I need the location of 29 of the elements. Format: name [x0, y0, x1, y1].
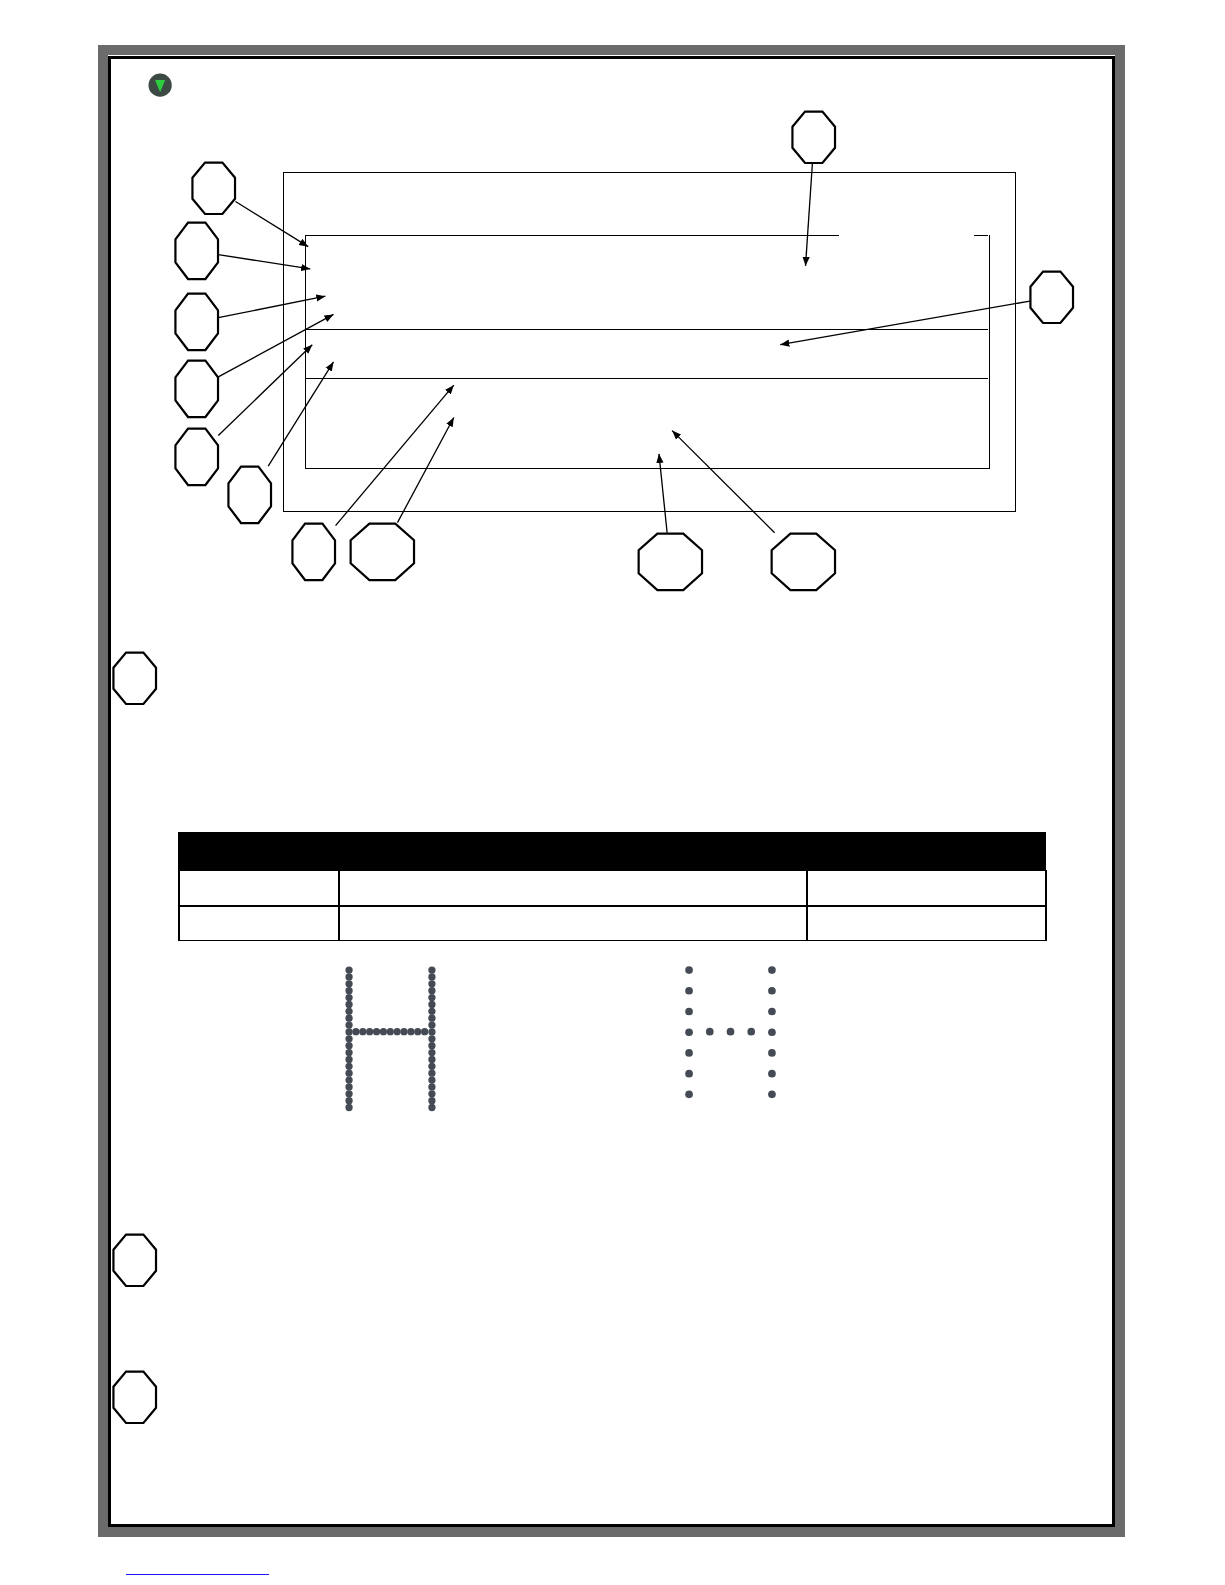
callout-octagon	[113, 1234, 157, 1287]
leader-arrow	[234, 200, 309, 248]
callout-octagon	[174, 293, 219, 351]
callout-octagon	[637, 532, 703, 591]
callout-octagon	[113, 651, 157, 705]
callout-octagon	[292, 522, 336, 581]
leader-arrow	[671, 429, 776, 534]
leader-arrow	[802, 163, 814, 267]
leader-arrow	[779, 300, 1031, 347]
inner-panel	[305, 235, 991, 469]
callout-octagon	[792, 111, 836, 164]
leader-arrow	[217, 344, 313, 437]
leader-arrow	[217, 313, 335, 378]
leader-arrow	[396, 416, 455, 524]
leader-arrow	[656, 453, 668, 534]
callout-octagon	[174, 359, 219, 418]
callout-octagon	[174, 427, 219, 486]
callout-octagon	[192, 161, 236, 215]
leader-arrow	[217, 294, 327, 319]
outer-frame	[283, 171, 1016, 513]
callout-octagon	[113, 1370, 157, 1424]
callout-octagon	[174, 222, 219, 280]
callout-octagon	[228, 465, 272, 524]
callout-octagon	[771, 532, 836, 591]
callout-octagon	[1029, 270, 1074, 324]
callout-octagon	[349, 522, 415, 581]
leader-arrow	[217, 253, 311, 272]
leader-arrow	[334, 384, 455, 527]
leader-arrow	[267, 361, 335, 467]
